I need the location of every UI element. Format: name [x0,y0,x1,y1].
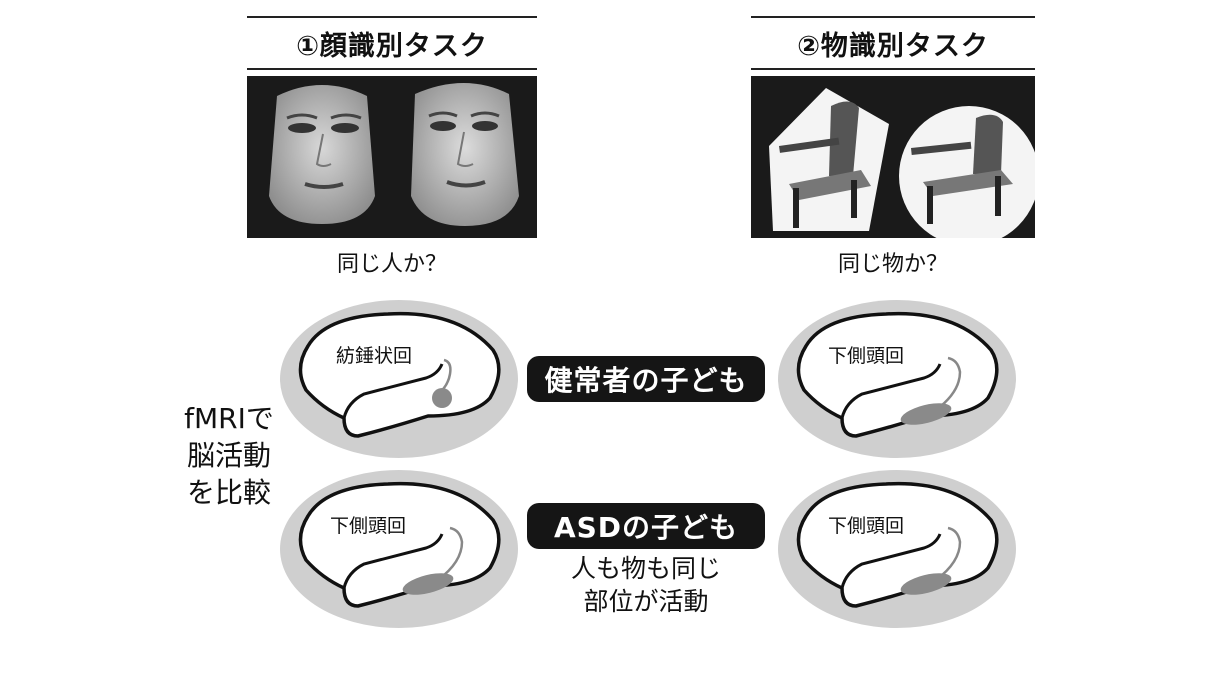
chair-pair-image [751,76,1035,238]
brain-region-label: 紡錘状回 [336,345,413,367]
asd-children-label: ASDの子ども [527,503,765,549]
brain-typical-face: 紡錘状回 [278,298,520,460]
brain-asd-object: 下側頭回 [776,468,1018,630]
brain-typical-object: 下側頭回 [776,298,1018,460]
face-pair-image [247,76,537,238]
object-question: 同じ物か？ [837,252,948,277]
brain-diagram [280,470,518,628]
brain-diagram [778,470,1016,628]
object-photos [751,76,1035,238]
asd-note: 人も物も同じ 部位が活動 [570,554,721,616]
face-task-title: ①顔識別タスク [247,16,537,70]
brain-asd-face: 下側頭回 [278,468,520,630]
brain-region-label: 下側頭回 [828,515,905,537]
brain-region-label: 下側頭回 [330,515,407,537]
brain-diagram [280,300,518,458]
brain-diagram [778,300,1016,458]
fmri-compare-label: fMRIで 脳活動 を比較 [184,402,274,509]
face-question: 同じ人か？ [336,252,447,277]
face-photos [247,76,537,238]
brain-region-label: 下側頭回 [828,345,905,367]
object-task-title: ②物識別タスク [751,16,1035,70]
typical-children-label: 健常者の子ども [527,356,765,402]
